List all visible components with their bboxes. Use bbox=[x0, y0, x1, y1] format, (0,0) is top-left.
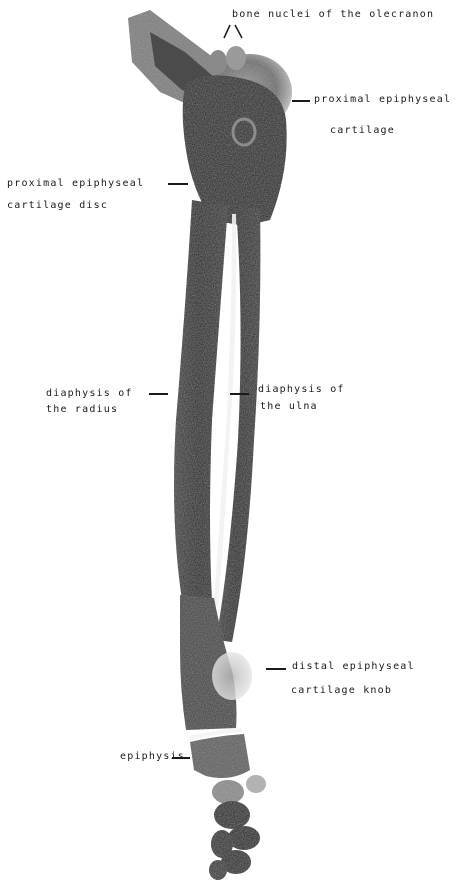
leader-epiphysis bbox=[172, 757, 190, 759]
epiphysis bbox=[190, 734, 250, 778]
label-proximal-disc-line1: proximal epiphyseal bbox=[7, 178, 144, 190]
leader-distal-knob bbox=[266, 668, 286, 670]
olecranon-pointer-2 bbox=[235, 25, 242, 38]
leader-radius bbox=[149, 393, 168, 395]
label-proximal-cartilage-line1: proximal epiphyseal bbox=[314, 94, 451, 106]
label-radius-line1: diaphysis of bbox=[46, 388, 133, 400]
label-proximal-cartilage-line2: cartilage bbox=[330, 125, 395, 137]
label-distal-knob-line1: distal epiphyseal bbox=[292, 661, 415, 673]
label-proximal-disc-line2: cartilage disc bbox=[7, 200, 108, 212]
label-olecranon-nuclei: bone nuclei of the olecranon bbox=[232, 9, 434, 21]
label-distal-knob-line2: cartilage knob bbox=[291, 685, 392, 697]
leader-ulna bbox=[230, 393, 249, 395]
leader-proximal-cartilage bbox=[292, 100, 310, 102]
leader-proximal-disc bbox=[168, 183, 188, 185]
olecranon-bone-nucleus-1 bbox=[209, 50, 227, 74]
label-radius-line2: the radius bbox=[46, 404, 118, 416]
olecranon-pointer-1 bbox=[224, 25, 230, 38]
label-ulna-line1: diaphysis of bbox=[258, 384, 345, 396]
label-ulna-line2: the ulna bbox=[260, 401, 318, 413]
distal-epiphyseal-cartilage-knob bbox=[212, 652, 252, 700]
olecranon-bone-nucleus-2 bbox=[226, 46, 246, 70]
carpal-bones bbox=[209, 775, 266, 880]
